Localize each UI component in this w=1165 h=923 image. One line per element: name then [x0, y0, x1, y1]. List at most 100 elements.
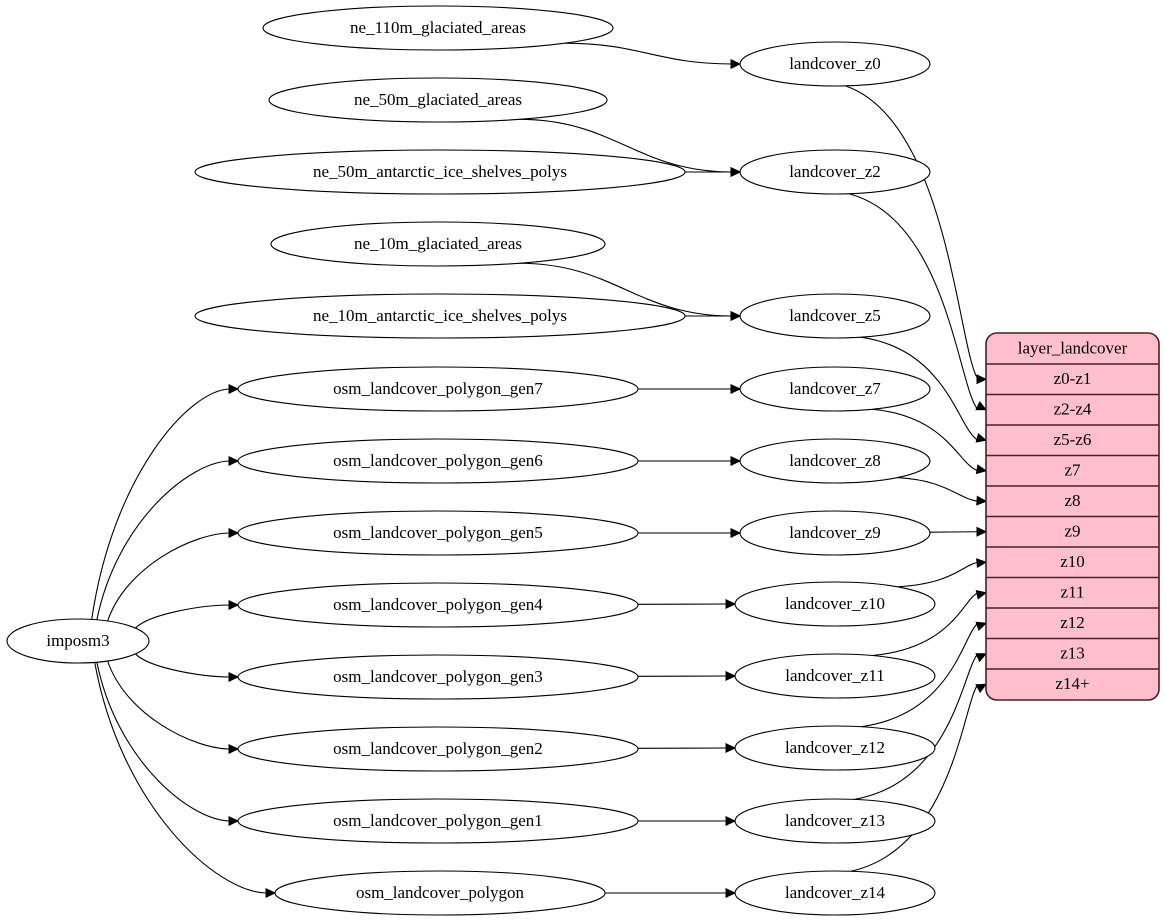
table-header-label: layer_landcover [1018, 338, 1128, 357]
node-landcover_z9[interactable]: landcover_z9 [739, 510, 931, 556]
node-osm_landcover_polygon_gen7[interactable]: osm_landcover_polygon_gen7 [237, 366, 639, 412]
edge-landcover_z5-to-layer-landcover-z5-z6 [860, 336, 979, 441]
node-label: landcover_z12 [785, 738, 885, 757]
edge-osm_landcover_polygon_gen3-to-landcover-z11-arrow [725, 671, 737, 681]
node-landcover_z8[interactable]: landcover_z8 [739, 438, 931, 484]
edge-layer [91, 42, 988, 898]
table-layer: layer_landcoverz0-z1z2-z4z5-z6z7z8z9z10z… [985, 332, 1160, 701]
edge-imposm3-to-osm-landcover-polygon [94, 662, 268, 894]
table-row-cell-z8[interactable] [986, 486, 1159, 517]
node-osm_landcover_polygon_gen5[interactable]: osm_landcover_polygon_gen5 [237, 510, 639, 556]
node-label: landcover_z0 [789, 54, 881, 73]
table-row-cell-z5-z6[interactable] [986, 425, 1159, 456]
node-landcover_z14[interactable]: landcover_z14 [734, 870, 936, 916]
node-shape [237, 654, 639, 700]
edge-landcover_z0-to-layer-landcover-z0-z1-arrow [976, 374, 988, 385]
edge-ne_50m_glaciated_areas-to-landcover-z2 [518, 118, 733, 173]
node-osm_landcover_polygon_gen1[interactable]: osm_landcover_polygon_gen1 [237, 798, 639, 844]
node-ne_10m_glaciated_areas[interactable]: ne_10m_glaciated_areas [270, 221, 606, 267]
table-row-cell-z7[interactable] [986, 455, 1159, 487]
edge-imposm3-to-osm-landcover-polygon-gen5-arrow [228, 528, 240, 538]
node-landcover_z2[interactable]: landcover_z2 [739, 149, 931, 195]
node-label: landcover_z9 [789, 523, 881, 542]
node-label: landcover_z5 [789, 306, 881, 325]
node-shape [237, 798, 639, 844]
node-osm_landcover_polygon_gen3[interactable]: osm_landcover_polygon_gen3 [237, 654, 639, 700]
edge-imposm3-to-osm-landcover-polygon-gen4 [135, 604, 231, 629]
table-row-cell-z12[interactable] [986, 608, 1159, 639]
edge-landcover_z2-to-layer-landcover-z2-z4 [848, 193, 979, 411]
table-node-layer-landcover[interactable]: layer_landcoverz0-z1z2-z4z5-z6z7z8z9z10z… [985, 332, 1160, 701]
edge-ne_50m_antarctic_ice_shelves_polys-to-landcover-z2-arrow [730, 167, 742, 177]
node-shape [237, 582, 639, 628]
edge-imposm3-to-osm-landcover-polygon-arrow [265, 888, 277, 898]
edge-imposm3-to-osm-landcover-polygon-gen2-arrow [228, 744, 240, 754]
table-row-cell-z9[interactable] [986, 516, 1159, 548]
node-landcover_z7[interactable]: landcover_z7 [739, 366, 931, 412]
node-osm_landcover_polygon_gen2[interactable]: osm_landcover_polygon_gen2 [237, 726, 639, 772]
edge-landcover_z8-to-layer-landcover-z8 [897, 477, 979, 502]
node-label: landcover_z7 [789, 379, 881, 398]
node-landcover_z0[interactable]: landcover_z0 [739, 41, 931, 87]
edge-landcover_z13-to-layer-landcover-z13-arrow [975, 653, 988, 663]
node-shape [739, 510, 931, 556]
edge-osm_landcover_polygon_gen4-to-landcover-z10-arrow [725, 599, 737, 609]
node-label: landcover_z14 [785, 883, 886, 902]
node-label: osm_landcover_polygon_gen5 [333, 523, 543, 542]
edge-osm_landcover_polygon-to-landcover-z14-arrow [725, 888, 737, 898]
node-osm_landcover_polygon[interactable]: osm_landcover_polygon [274, 870, 606, 916]
edge-imposm3-to-osm-landcover-polygon-gen5 [107, 532, 231, 622]
node-shape [6, 618, 150, 664]
edge-landcover_z7-to-layer-landcover-z7-arrow [975, 464, 988, 475]
edge-ne_10m_glaciated_areas-to-landcover-z5 [518, 262, 733, 317]
node-landcover_z5[interactable]: landcover_z5 [739, 293, 931, 339]
edge-landcover_z5-to-layer-landcover-z5-z6-arrow [975, 432, 988, 443]
table-row-label-z5-z6: z5-z6 [1054, 430, 1092, 449]
table-row-label-z11: z11 [1061, 583, 1085, 602]
table-row-label-z0-z1: z0-z1 [1054, 369, 1092, 388]
node-shape [194, 293, 686, 339]
edge-landcover_z11-to-layer-landcover-z11-arrow [975, 589, 988, 600]
table-row-cell-z2-z4[interactable] [986, 394, 1159, 426]
node-shape [739, 41, 931, 87]
node-ne_10m_antarctic_ice_shelves_polys[interactable]: ne_10m_antarctic_ice_shelves_polys [194, 293, 686, 339]
node-ne_50m_antarctic_ice_shelves_polys[interactable]: ne_50m_antarctic_ice_shelves_polys [194, 149, 686, 195]
node-shape [237, 510, 639, 556]
node-shape [734, 725, 936, 771]
table-row-label-z7: z7 [1064, 461, 1081, 480]
node-imposm3[interactable]: imposm3 [6, 618, 150, 664]
edge-landcover_z10-to-layer-landcover-z10-arrow [976, 558, 988, 569]
table-row-cell-z11[interactable] [986, 577, 1159, 609]
table-row-label-z14-: z14+ [1055, 674, 1089, 693]
node-label: osm_landcover_polygon_gen4 [333, 595, 543, 614]
table-row-label-z9: z9 [1064, 522, 1080, 541]
edge-imposm3-to-osm-landcover-polygon-gen7-arrow [228, 384, 240, 394]
node-ne_110m_glaciated_areas[interactable]: ne_110m_glaciated_areas [262, 5, 614, 51]
node-shape [734, 581, 936, 627]
edge-landcover_z11-to-layer-landcover-z11 [872, 592, 979, 657]
node-label: ne_10m_antarctic_ice_shelves_polys [313, 306, 567, 325]
table-row-cell-z0-z1[interactable] [986, 364, 1159, 395]
edge-osm_landcover_polygon_gen6-to-landcover-z8-arrow [730, 456, 742, 466]
table-row-cell-z10[interactable] [986, 547, 1159, 578]
node-ne_50m_glaciated_areas[interactable]: ne_50m_glaciated_areas [268, 77, 608, 123]
node-shape [268, 77, 608, 123]
table-row-cell-z13[interactable] [986, 638, 1159, 670]
node-landcover_z13[interactable]: landcover_z13 [734, 798, 936, 844]
table-row-label-z12: z12 [1060, 613, 1085, 632]
node-landcover_z11[interactable]: landcover_z11 [734, 653, 936, 699]
node-osm_landcover_polygon_gen6[interactable]: osm_landcover_polygon_gen6 [237, 438, 639, 484]
node-landcover_z10[interactable]: landcover_z10 [734, 581, 936, 627]
edge-imposm3-to-osm-landcover-polygon-gen1-arrow [228, 816, 240, 826]
node-landcover_z12[interactable]: landcover_z12 [734, 725, 936, 771]
edge-imposm3-to-osm-landcover-polygon-gen2 [107, 660, 231, 750]
node-label: landcover_z13 [785, 811, 885, 830]
node-label: landcover_z11 [785, 666, 884, 685]
node-osm_landcover_polygon_gen4[interactable]: osm_landcover_polygon_gen4 [237, 582, 639, 628]
edge-imposm3-to-osm-landcover-polygon-gen3 [135, 653, 231, 678]
edge-imposm3-to-osm-landcover-polygon-gen7 [91, 388, 231, 620]
edge-landcover_z12-to-layer-landcover-z12 [860, 622, 979, 728]
table-row-cell-z14-[interactable] [986, 669, 1159, 700]
table-row-label-z8: z8 [1064, 491, 1080, 510]
edge-landcover_z14-to-layer-landcover-z14--arrow [975, 683, 988, 694]
